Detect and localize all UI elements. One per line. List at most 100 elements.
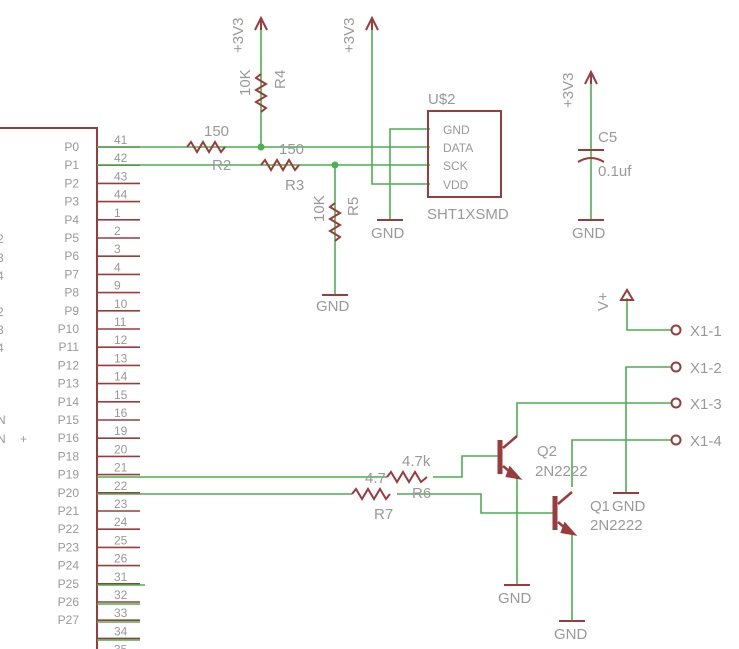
- r5-name: R5: [345, 197, 362, 216]
- cut-label: 2: [0, 305, 4, 319]
- mcu-port-label: P23: [58, 540, 80, 554]
- mcu-port-label: P26: [58, 595, 80, 609]
- mcu-port-label: P25: [58, 577, 80, 591]
- mcu-port-label: P7: [64, 267, 79, 281]
- resistor-r7: [351, 487, 391, 501]
- mcu-port-label: P9: [64, 304, 79, 318]
- r4-value: 10K: [237, 69, 254, 96]
- mcu-port-label: P2: [64, 176, 79, 190]
- sensor-pin-label: DATA: [443, 141, 473, 155]
- sensor-name: U$2: [428, 91, 456, 108]
- mcu-port-label: P16: [58, 431, 80, 445]
- cut-label: 4: [0, 341, 4, 355]
- wires: [97, 28, 672, 641]
- cut-label: 4: [0, 269, 4, 283]
- resistor-r6: [386, 470, 428, 484]
- mcu-port-label: P1: [64, 158, 79, 172]
- resistor-r2: [186, 140, 226, 154]
- cut-label: 3: [0, 251, 4, 265]
- power-label-3v3: +3V3: [341, 18, 358, 53]
- q1-part: 2N2222: [590, 517, 643, 534]
- connector-pads: [670, 324, 682, 446]
- mcu-port-label: P4: [64, 213, 79, 227]
- r7-value: 4.7: [365, 470, 386, 487]
- sensor-pin-label: SCK: [443, 159, 468, 173]
- mcu-pin-number: 31: [114, 570, 128, 584]
- cut-label: 3: [0, 323, 4, 337]
- mcu-port-label: P0: [64, 140, 79, 154]
- mcu-pin-number: 16: [114, 406, 128, 420]
- mcu-pin-number: 19: [114, 424, 128, 438]
- mcu-pin-number: 14: [114, 370, 128, 384]
- mcu-pin-number: 44: [114, 188, 128, 202]
- mcu-pin-number: 25: [114, 533, 128, 547]
- junction-dot: [331, 161, 339, 169]
- mcu-pin-number: 20: [114, 442, 128, 456]
- mcu-port-label: P27: [58, 613, 80, 627]
- mcu-pin-stubs: [97, 146, 140, 640]
- mcu-pin-number: 41: [114, 133, 128, 147]
- mcu-pin-number: 24: [114, 515, 128, 529]
- mcu-port-label: P15: [58, 413, 80, 427]
- mcu-pin-number: 43: [114, 169, 128, 183]
- mcu-pin-number: 23: [114, 497, 128, 511]
- mcu-port-label: P22: [58, 522, 80, 536]
- mcu-pin-number: 21: [114, 461, 128, 475]
- cut-label: N: [0, 432, 6, 446]
- mcu-pin-number: 22: [114, 479, 128, 493]
- mcu-port-label: P14: [58, 395, 80, 409]
- mcu-pin-number: 42: [114, 151, 128, 165]
- mcu-port-label: P13: [58, 377, 80, 391]
- r5-value: 10K: [311, 195, 328, 222]
- mcu-pin-number: 32: [114, 588, 128, 602]
- mcu-port-label: P11: [59, 340, 80, 354]
- labels: 150 R2 150 R3 10K R4 10K R5 4.7k R6 4.7 …: [204, 18, 722, 643]
- capacitor-name: C5: [598, 129, 617, 146]
- mcu-pin-number: 34: [114, 624, 128, 638]
- mcu-port-label: P18: [58, 449, 80, 463]
- r3-value: 150: [279, 141, 304, 158]
- mcu-pin-number: 15: [114, 388, 128, 402]
- connector-pad: [670, 434, 682, 446]
- mcu-port-label: P3: [64, 195, 79, 209]
- mcu-port-label: P8: [64, 286, 79, 300]
- mcu-pin-number: 35: [114, 643, 128, 649]
- mcu-pin-number: 13: [114, 351, 128, 365]
- resistor-r3: [260, 158, 300, 172]
- r4-name: R4: [272, 70, 289, 89]
- mcu-port-label: P20: [58, 486, 80, 500]
- power-label-3v3: +3V3: [230, 18, 247, 53]
- cut-label: N: [0, 413, 6, 427]
- sensor-pin-label: VDD: [443, 178, 469, 192]
- transistor-q2-symbol: [497, 435, 523, 480]
- mcu-port-label: P24: [58, 559, 80, 573]
- r2-name: R2: [212, 157, 231, 174]
- junction-dot: [257, 143, 265, 151]
- gnd-label: GND: [371, 225, 405, 242]
- connector-label: X1-1: [690, 323, 722, 340]
- resistors: [186, 73, 428, 501]
- power-symbols: [254, 15, 639, 622]
- mcu-port-label: P21: [58, 504, 80, 518]
- vplus-arrow: [619, 288, 635, 301]
- connector-pad: [670, 324, 682, 336]
- mcu-pin-number: 2: [114, 224, 121, 238]
- mcu-port-label: P6: [64, 249, 79, 263]
- mcu-pin-number: 26: [114, 552, 128, 566]
- mcu-port-label: P12: [58, 358, 80, 372]
- gnd-label: GND: [316, 298, 350, 315]
- mcu-pin-number: 33: [114, 606, 128, 620]
- power-label-vplus: V+: [595, 292, 612, 311]
- q1-name: Q1: [590, 498, 610, 515]
- connector-pad: [670, 361, 682, 373]
- mcu-port-label: P10: [58, 322, 80, 336]
- r3-name: R3: [285, 177, 304, 194]
- capacitor-c5: [577, 149, 605, 163]
- mcu-port-label: P5: [64, 231, 79, 245]
- mcu-cutoff-labels: 2 3 4 2 3 4 N N +: [0, 232, 27, 446]
- connector-label: X1-2: [690, 360, 722, 377]
- resistor-r4: [254, 73, 268, 113]
- r1-value: 150: [204, 123, 229, 140]
- mcu-symbol: [0, 127, 98, 649]
- power-label-3v3: +3V3: [560, 73, 577, 108]
